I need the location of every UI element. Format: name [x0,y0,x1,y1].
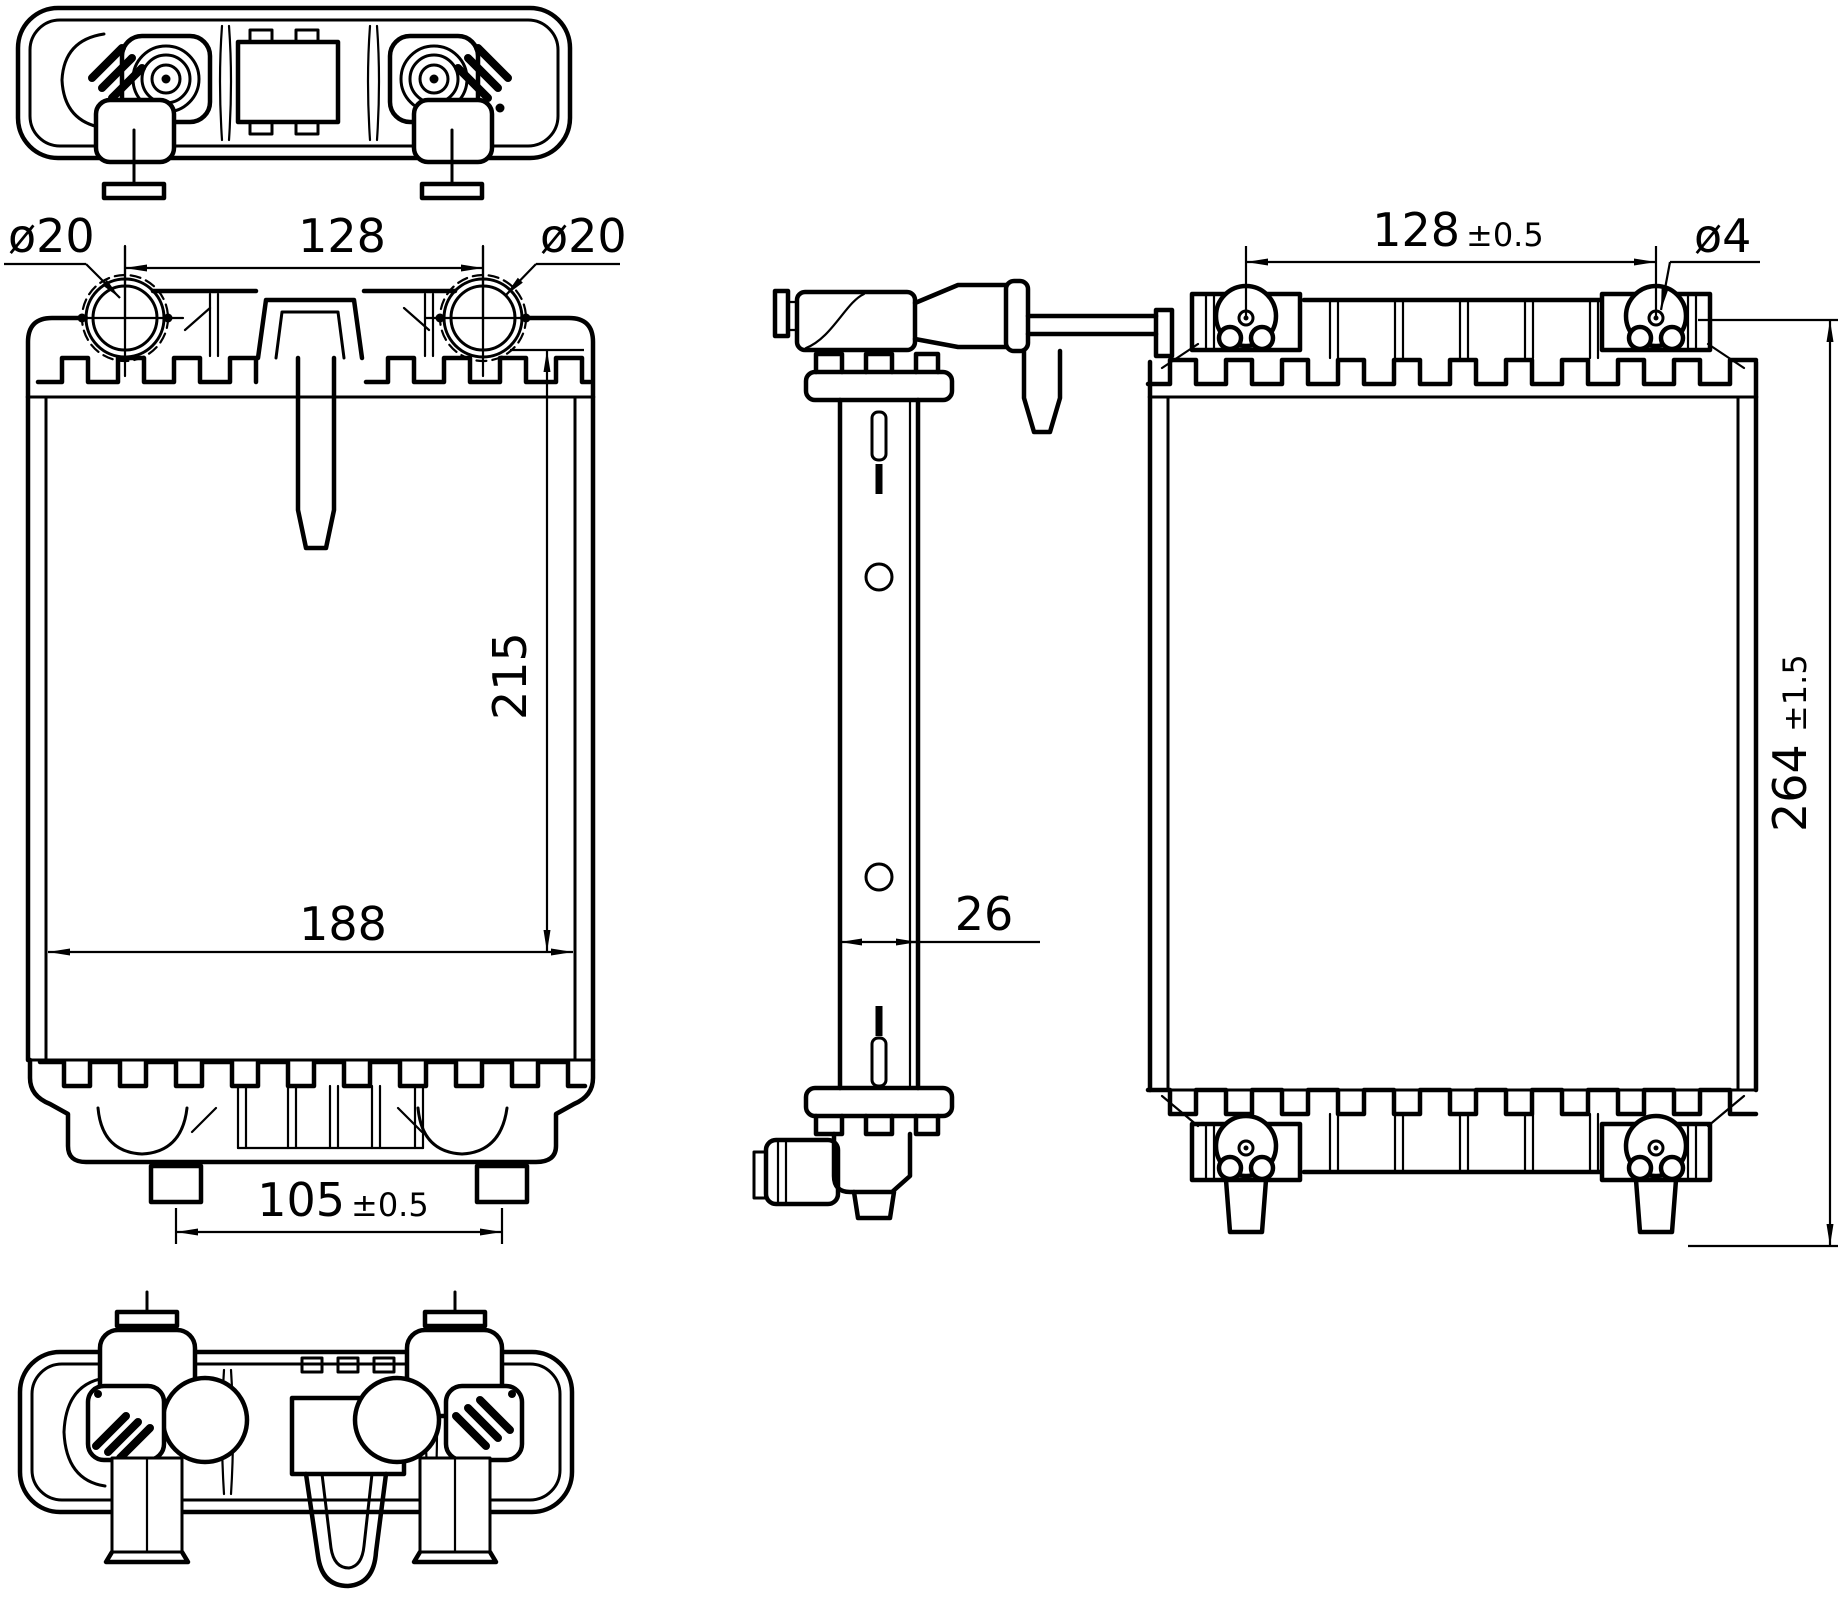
dim-front-feet-spacing: 105 ±0.5 [174,1173,504,1244]
side-top-fitting [772,278,1175,435]
rear-bracket-spacing-label: 128 [1372,203,1460,257]
dim-side-thickness: 26 [840,887,1040,946]
side-thickness-label: 26 [955,887,1014,941]
dim-front-core-width: 188 [48,897,573,956]
bottom-view [17,1290,575,1589]
side-view [752,278,1175,1221]
rear-overall-height-tolerance-label: ±1.5 [1776,654,1814,732]
bottom-view-fitting-left [85,1290,250,1565]
dim-front-port-spacing: 128 [123,209,485,330]
rear-bracket-bottom-left [1189,1113,1303,1235]
rear-top-tank [1145,297,1759,400]
dim-rear-bracket-spacing: 128 ±0.5 [1244,203,1658,316]
top-view-center-bracket [235,28,341,136]
top-view-grommet-left [88,33,213,201]
rear-view [1145,283,1759,1235]
bottom-view-fitting-right [352,1290,525,1565]
side-top-cap [803,351,955,403]
dim-front-core-height: 215 [483,348,584,952]
front-bottom-tank [27,1057,596,1205]
front-port-right-dia-label: ø20 [540,209,627,263]
front-top-tank [25,288,596,551]
rear-bracket-bottom-right [1599,1113,1713,1235]
rear-bottom-tank [1145,1087,1759,1175]
front-view [25,244,596,1205]
front-port-left-dia-label: ø20 [8,209,95,263]
front-port-spacing-label: 128 [298,209,386,263]
top-view-grommet-right [387,33,512,201]
dim-rear-hole-diameter: ø4 [1659,209,1760,311]
front-core-width-label: 188 [299,897,387,951]
dim-front-port-left-diameter: ø20 [4,209,121,299]
dim-front-port-right-diameter: ø20 [504,209,627,297]
front-feet-spacing-label: 105 [257,1173,345,1227]
rear-hole-diameter-label: ø4 [1694,209,1751,263]
top-view [15,5,573,201]
side-bottom-fitting [752,1085,955,1221]
front-core-height-label: 215 [483,632,537,720]
rear-bracket-spacing-tolerance-label: ±0.5 [1466,216,1544,254]
dim-rear-overall-height: 264 ±1.5 [1688,318,1838,1248]
dimensions: ø20 128 ø20 215 188 105 ±0.5 26 [4,203,1838,1248]
rear-overall-height-label: 264 [1763,744,1817,832]
rear-core [1147,394,1759,1093]
front-core [25,394,596,1063]
side-column [837,397,921,1091]
front-feet-spacing-tolerance-label: ±0.5 [351,1186,429,1224]
